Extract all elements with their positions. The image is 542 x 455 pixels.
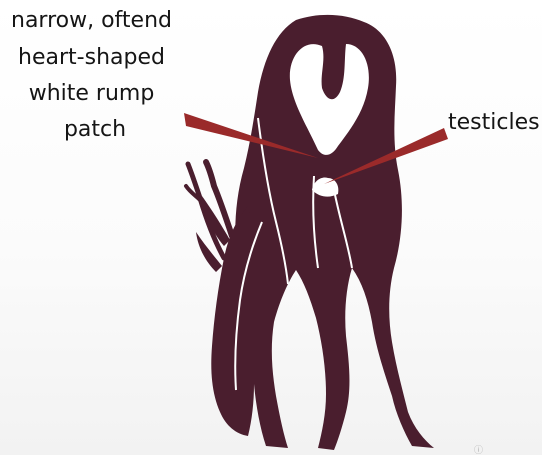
rump-patch-label: narrow, oftend heart-shaped white rump p… — [11, 8, 179, 142]
rump-patch-label-line-4: patch — [64, 117, 126, 142]
corner-watermark-icon: ⓘ — [474, 445, 483, 455]
antelope-body — [235, 15, 434, 450]
rump-patch-label-line-2: heart-shaped — [18, 45, 165, 70]
rump-patch-label-line-3: white rump — [29, 81, 155, 106]
antelope-silhouette — [186, 15, 434, 450]
rump-patch-label-line-1: narrow, oftend — [11, 8, 172, 33]
antelope-horn-left — [188, 164, 224, 258]
testicles-label: testicles — [448, 110, 540, 135]
